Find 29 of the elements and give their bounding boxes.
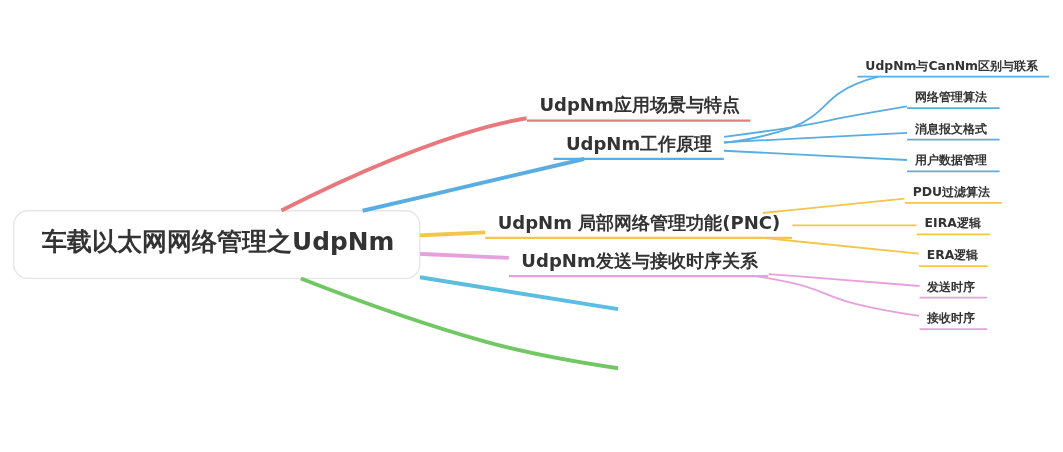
connector: [280, 116, 527, 213]
node-text: UdpNm 局部网络管理功能(PNC): [497, 211, 781, 233]
node-text: PDU过滤算法: [912, 183, 991, 199]
node-text: UdpNm应用场景与特点: [539, 94, 740, 116]
connector: [767, 273, 921, 287]
node-text: 发送时序: [927, 278, 976, 294]
node-text: UdpNm工作原理: [565, 132, 713, 154]
connector: [723, 75, 880, 144]
connector: [756, 275, 920, 317]
node-text: EIRA逻辑: [924, 215, 981, 231]
connector: [300, 276, 619, 371]
connector: [723, 132, 908, 144]
connector: [362, 157, 585, 213]
node-text: UdpNm发送与接收时序关系: [521, 249, 758, 271]
node-text: 接收时序: [927, 310, 976, 326]
connector: [419, 275, 619, 312]
node-box: 车载以太网网络管理之UdpNm: [13, 210, 421, 280]
connector: [761, 237, 920, 255]
connector: [723, 149, 908, 161]
connector: [723, 105, 908, 138]
node-text: 网络管理算法: [914, 89, 987, 105]
connector: [419, 230, 486, 238]
node-text: UdpNm与CanNm区别与联系: [865, 57, 1038, 73]
connector: [419, 251, 509, 260]
connector: [761, 197, 906, 214]
node-text: 消息报文格式: [914, 120, 987, 136]
node-text: ERA逻辑: [926, 247, 979, 263]
node-text: 用户数据管理: [914, 152, 987, 168]
connector: [791, 224, 918, 227]
